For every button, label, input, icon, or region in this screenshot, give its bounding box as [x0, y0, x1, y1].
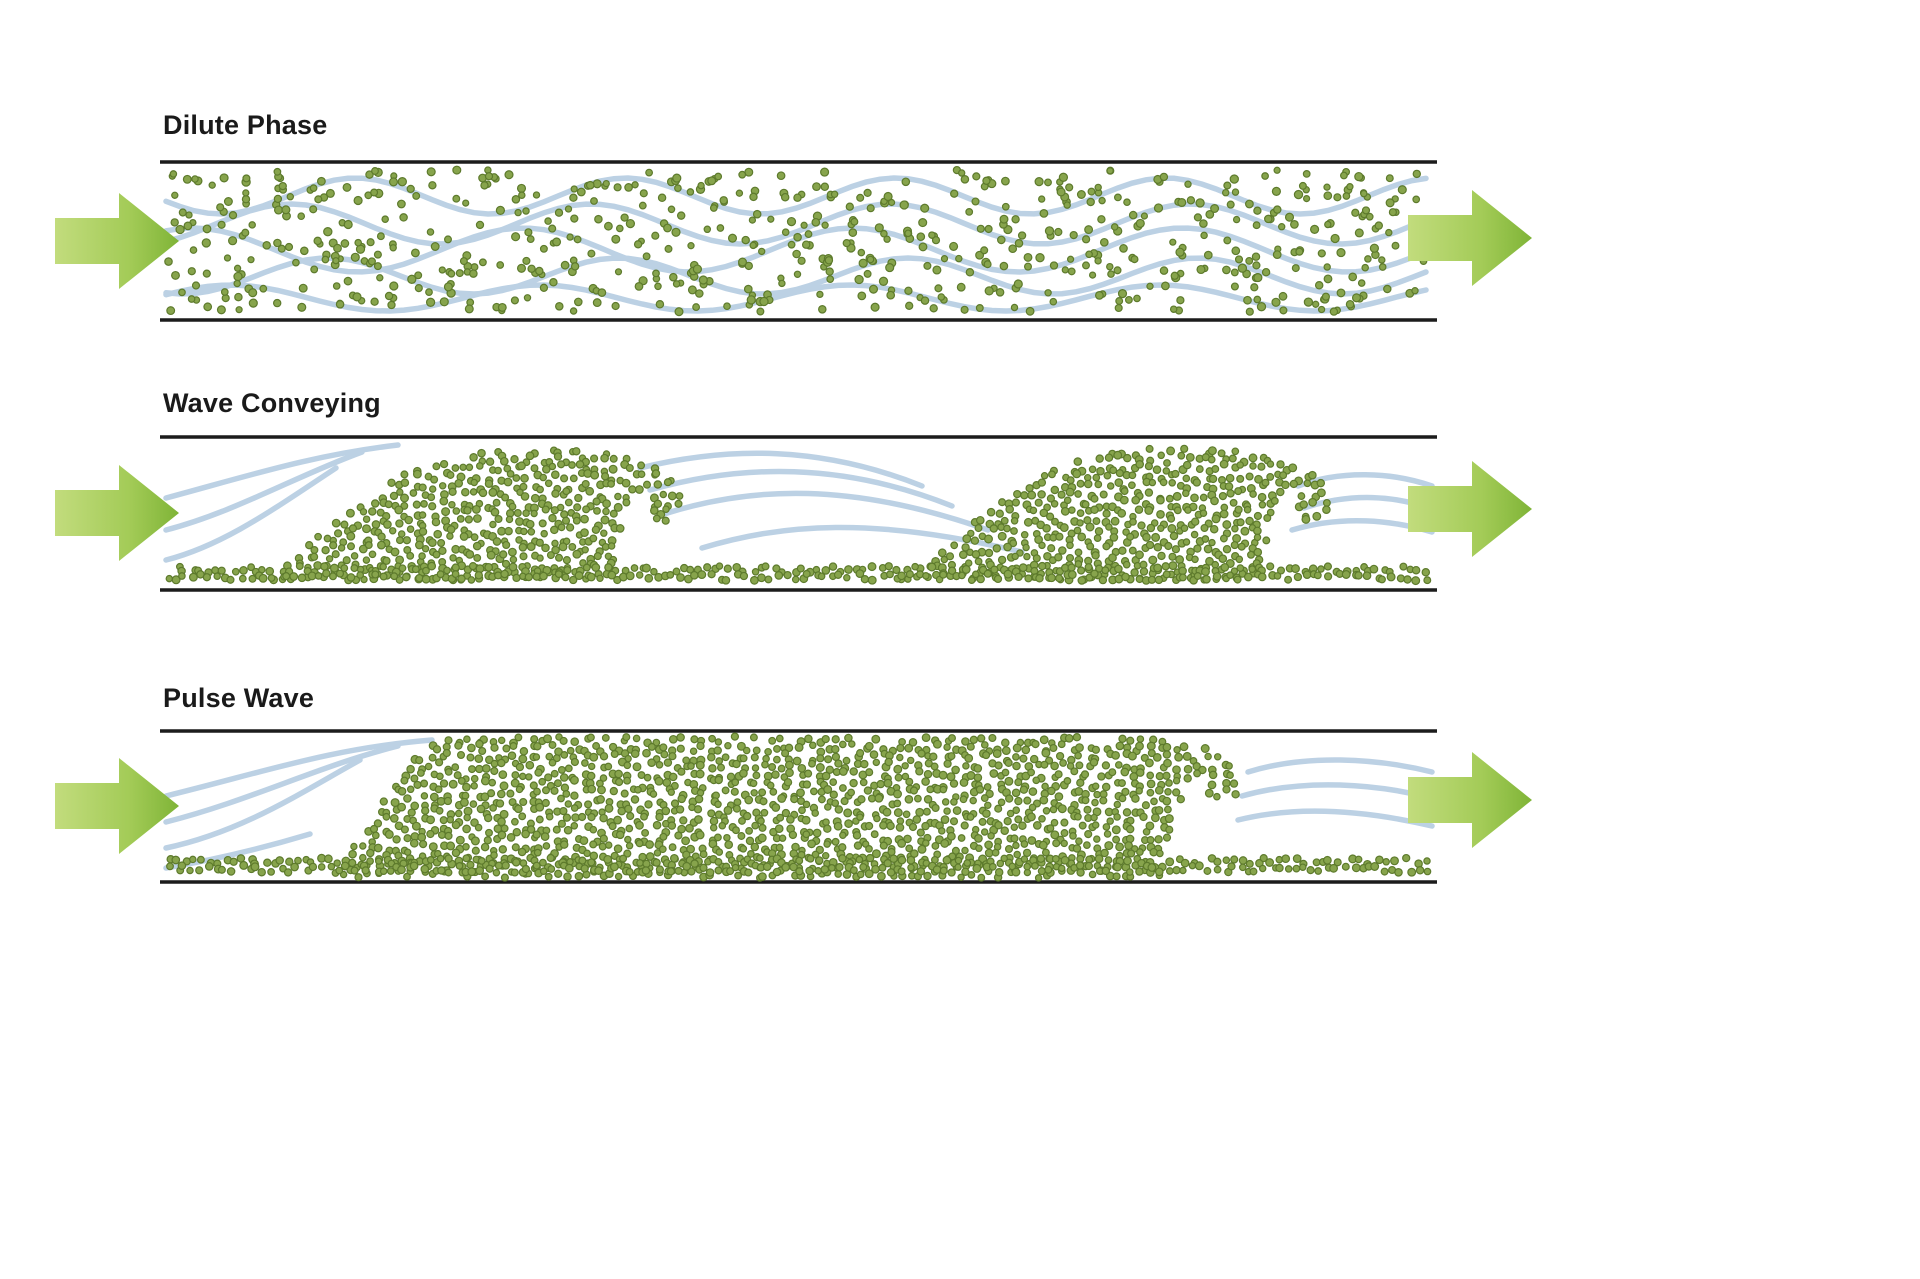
- panel-label-wave-conveying: Wave Conveying: [163, 388, 381, 418]
- particles: [166, 732, 1432, 882]
- airflow-lines: [163, 737, 1435, 871]
- flow-out-arrow-icon: [1408, 461, 1532, 557]
- airflow-lines: [163, 442, 1435, 563]
- panel-label-pulse-wave: Pulse Wave: [163, 683, 315, 713]
- flow-out-arrow-icon: [1408, 752, 1532, 848]
- particles: [165, 444, 1432, 586]
- panel-label-dilute-phase: Dilute Phase: [163, 110, 328, 140]
- flow-in-arrow-icon: [55, 758, 179, 854]
- panel-wave-conveying: [55, 435, 1532, 592]
- panel-dilute-phase: [55, 160, 1532, 322]
- panel-pulse-wave: [55, 729, 1532, 884]
- flow-out-arrow-icon: [1408, 190, 1532, 286]
- flow-in-arrow-icon: [55, 193, 179, 289]
- flow-in-arrow-icon: [55, 465, 179, 561]
